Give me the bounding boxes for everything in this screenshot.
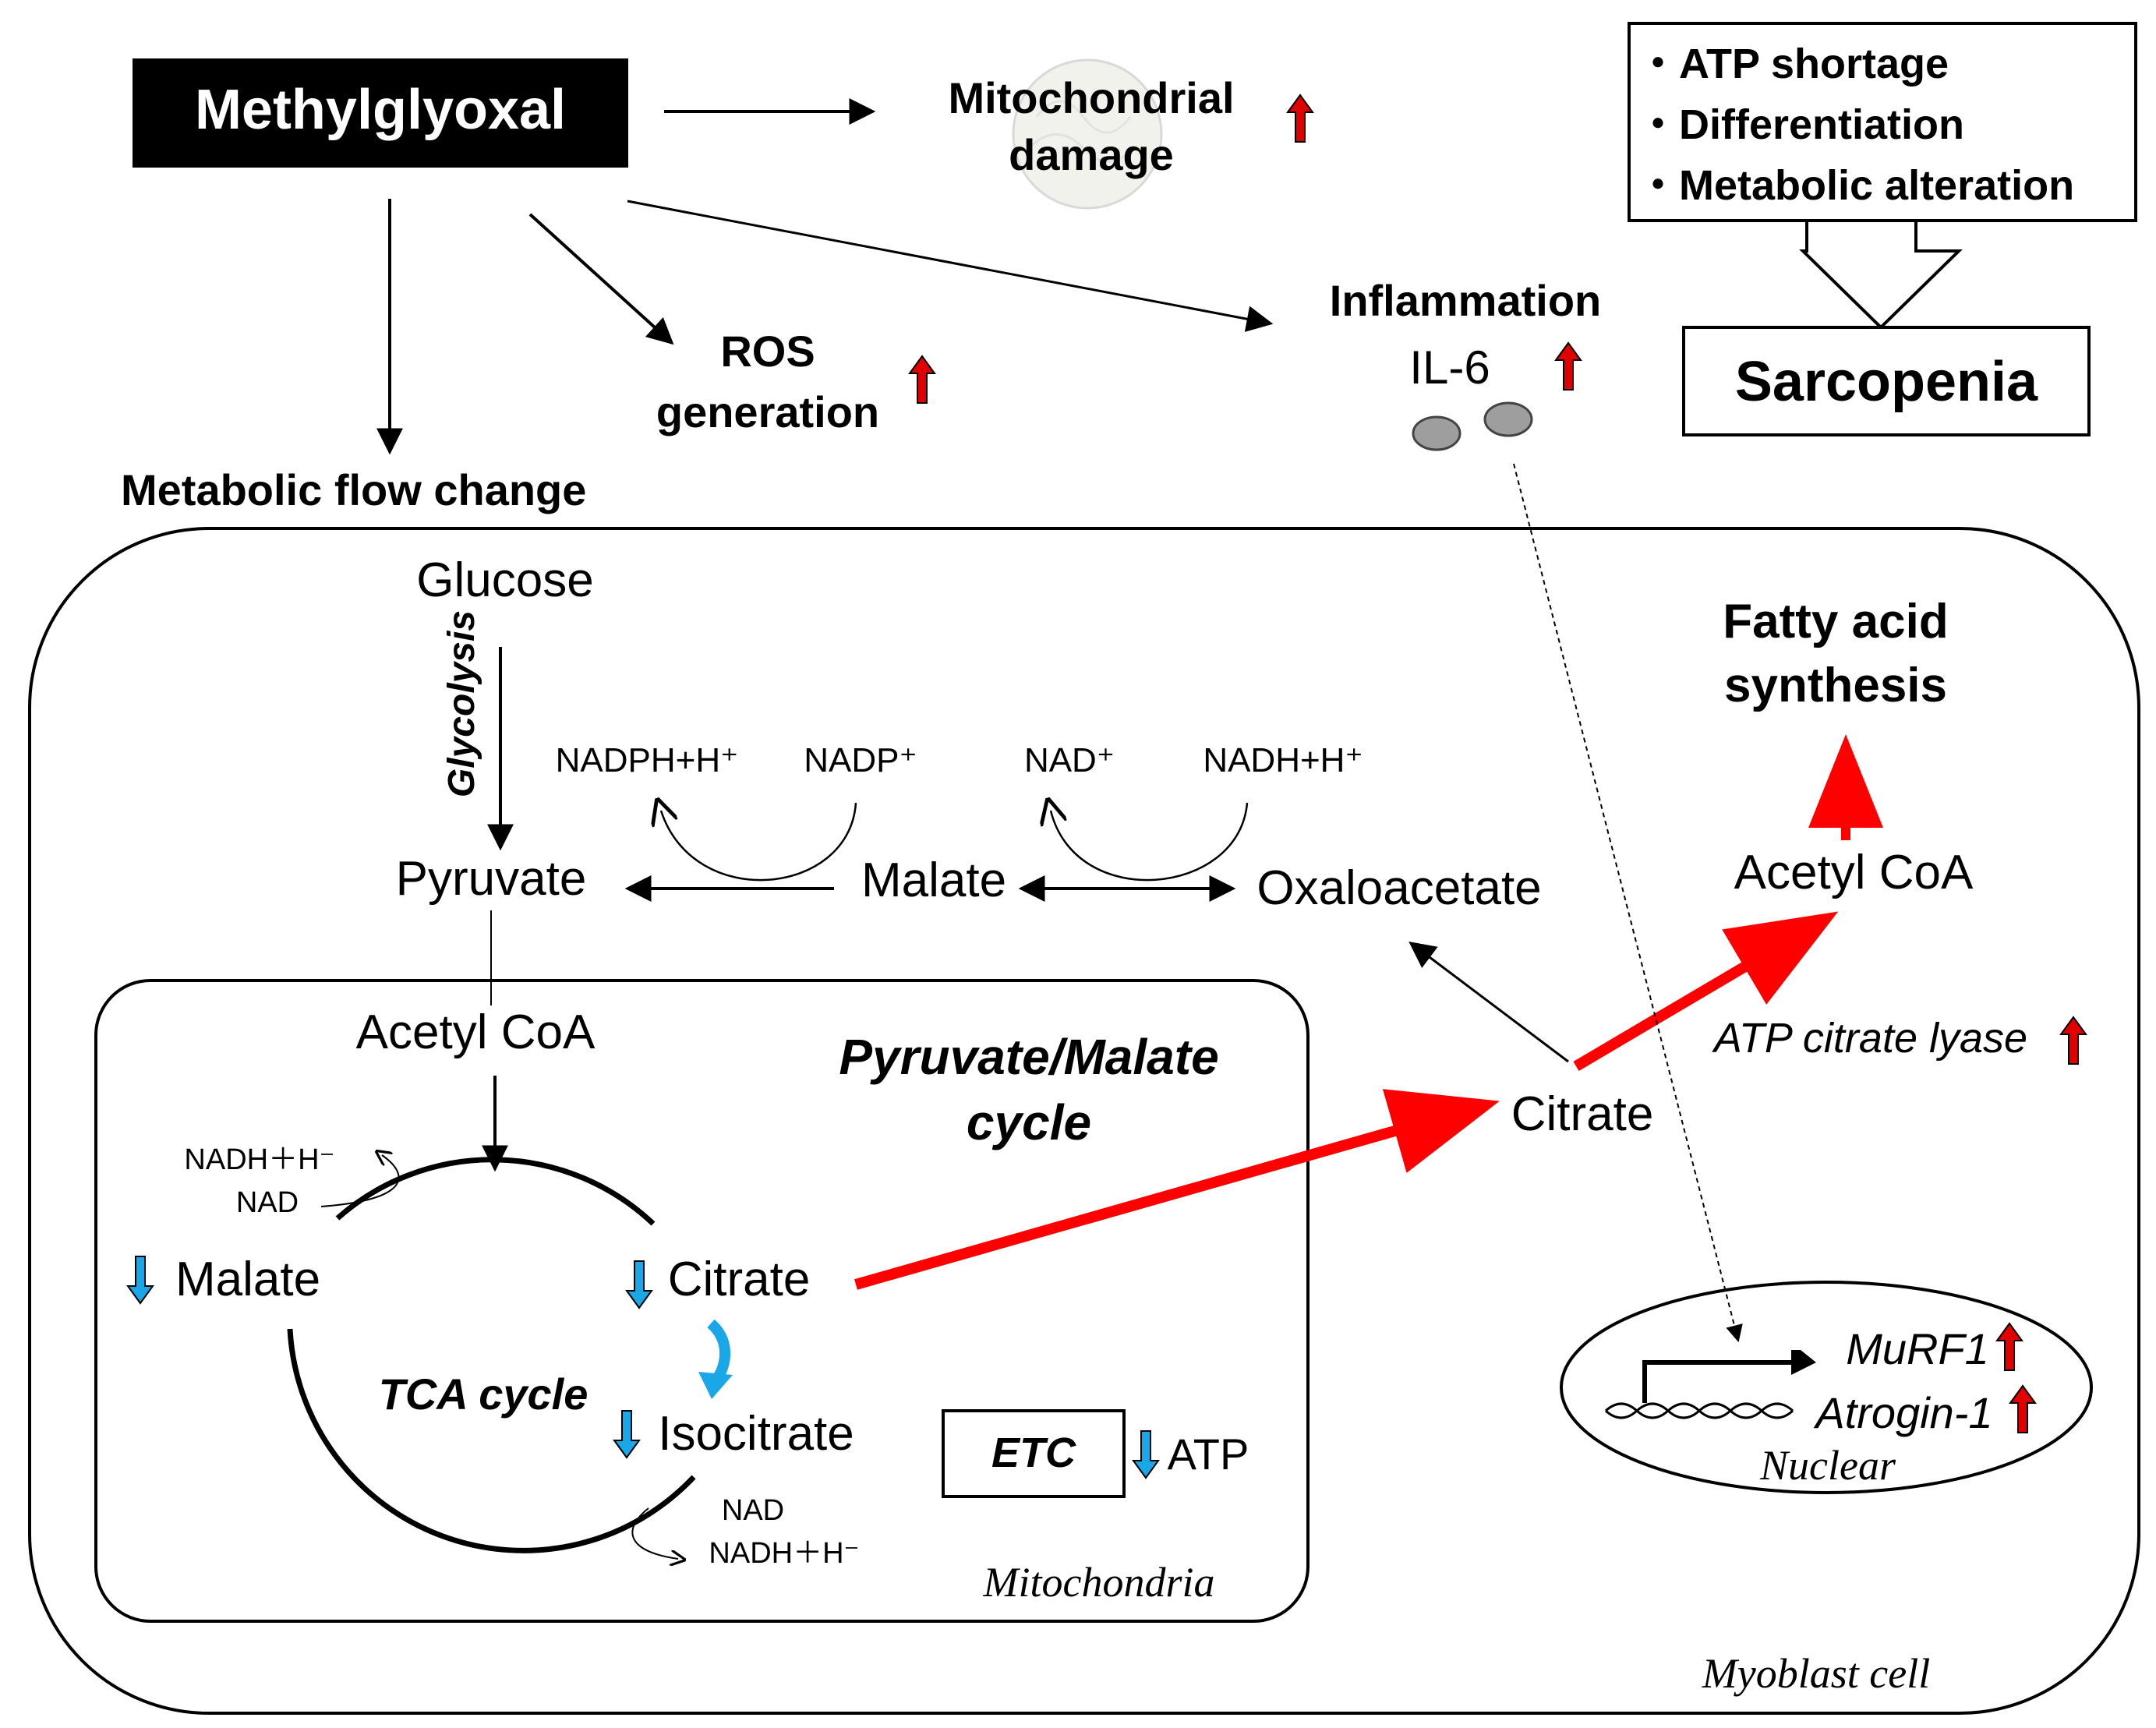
citrate-to-oxaloacetate-arrow: [1408, 941, 1569, 1063]
etc-box: ETC: [942, 1409, 1126, 1498]
nadph-label: NADPH+H⁺: [556, 741, 739, 779]
up-arrow-icon: [909, 355, 935, 404]
citrate-to-isocitrate-arrowhead: [698, 1372, 733, 1399]
etc-label: ETC: [991, 1429, 1076, 1476]
down-arrow-icon: [1133, 1430, 1159, 1479]
methylglyoxal-box: Methylglyoxal: [133, 58, 628, 168]
fatty-acid-line2: synthesis: [1724, 659, 1947, 712]
mitochondria-boundary: [94, 979, 1310, 1623]
il6-label: IL-6: [1409, 341, 1490, 394]
sarcopenia-label: Sarcopenia: [1735, 351, 2038, 413]
cytosol-malate-label: Malate: [861, 853, 1006, 907]
methylglyoxal-label: Methylglyoxal: [195, 79, 566, 141]
cause-metabolic-alteration: ・Metabolic alteration: [1637, 162, 2074, 209]
mito-malate-label: Malate: [175, 1253, 320, 1306]
oxaloacetate-label: Oxaloacetate: [1256, 861, 1541, 915]
nadp-label: NADP⁺: [804, 741, 917, 779]
up-arrow-icon: [2060, 1016, 2087, 1065]
up-arrow-icon: [2009, 1385, 2036, 1433]
mitochondria-label: Mitochondria: [983, 1559, 1215, 1606]
pm-cycle-line2: cycle: [967, 1094, 1091, 1150]
il6-signal-dashed-arrow: [1513, 463, 1743, 1343]
tca-cycle-arc-top: [335, 1157, 656, 1226]
tca-cycle-label: TCA cycle: [379, 1369, 588, 1419]
up-arrow-icon: [1555, 342, 1582, 390]
metabolic-flow-label: Metabolic flow change: [121, 465, 586, 514]
citrate-to-isocitrate-arrow: [707, 1319, 730, 1385]
nucleus-boundary: [1560, 1281, 2093, 1494]
mito-damage-line2: damage: [1009, 130, 1174, 179]
glucose-label: Glucose: [416, 553, 593, 607]
nadh-label: NADH+H⁺: [1203, 741, 1363, 779]
citrate-to-acetyl-coa-arrow: [1573, 911, 1839, 1072]
inflammation-label: Inflammation: [1330, 276, 1601, 325]
cytosol-acetyl-coa-label: Acetyl CoA: [1734, 846, 1974, 899]
up-arrow-icon: [1287, 94, 1313, 143]
nadh-bottom-label: NADH＋H⁻: [709, 1537, 859, 1570]
myoblast-cell-boundary: [28, 527, 2140, 1715]
arrow-to-inflammation: [627, 200, 1274, 332]
il6-particle: [1483, 401, 1533, 437]
mito-acetyl-coa-label: Acetyl CoA: [356, 1005, 596, 1059]
up-arrow-icon: [1996, 1323, 2023, 1371]
hollow-down-arrow-icon: [1799, 219, 1963, 330]
glycolysis-label: Glycolysis: [441, 610, 482, 797]
myoblast-cell-label: Myoblast cell: [1702, 1650, 1930, 1697]
fatty-acid-line1: Fatty acid: [1723, 595, 1948, 648]
down-arrow-icon: [127, 1256, 154, 1304]
causes-box: ・ATP shortage ・Differentiation ・Metaboli…: [1628, 22, 2137, 222]
nad-to-nadh-bottom-curve: [631, 1507, 678, 1559]
nad-plus-label: NAD⁺: [1024, 741, 1115, 779]
atrogin-label: Atrogin-1: [1813, 1388, 1992, 1437]
citrate-export-arrow: [854, 1089, 1500, 1290]
down-arrow-icon: [613, 1410, 640, 1458]
nuclear-label: Nuclear: [1759, 1442, 1896, 1489]
cause-atp-shortage: ・ATP shortage: [1637, 41, 1949, 87]
nad-bottom-label: NAD: [722, 1494, 784, 1527]
nadh-top-label: NADH＋H⁻: [184, 1143, 334, 1176]
top-arrows: [376, 98, 1274, 455]
nad-to-nadh-curve: [320, 1155, 400, 1207]
arrow-to-ros: [528, 213, 674, 345]
murf1-label: MuRF1: [1846, 1324, 1989, 1373]
mito-damage-line1: Mitochondrial: [948, 73, 1234, 122]
il6-particle: [1412, 415, 1461, 451]
isocitrate-label: Isocitrate: [658, 1407, 854, 1461]
pyruvate-label: Pyruvate: [396, 852, 587, 906]
transcription-start-arrowhead: [1791, 1350, 1816, 1375]
ros-line1: ROS: [720, 327, 815, 376]
ros-line2: generation: [656, 387, 879, 436]
tca-cycle-arc-bottom: [287, 1328, 696, 1553]
atp-label: ATP: [1168, 1429, 1249, 1479]
nadp-to-nadph-curve: [661, 803, 857, 882]
mitochondrion-image: [1012, 58, 1163, 210]
nad-top-label: NAD: [236, 1186, 299, 1219]
cause-differentiation: ・Differentiation: [1637, 101, 1964, 148]
cytosol-citrate-label: Citrate: [1511, 1087, 1654, 1141]
mito-citrate-label: Citrate: [668, 1253, 811, 1306]
sarcopenia-box: Sarcopenia: [1682, 326, 2091, 436]
pm-cycle-line1: Pyruvate/Malate: [839, 1029, 1218, 1085]
dna-helix-icon: [1604, 1402, 1794, 1419]
atp-citrate-lyase-label: ATP citrate lyase: [1712, 1015, 2027, 1062]
transcription-start-arrow: [1642, 1360, 1793, 1403]
down-arrow-icon: [626, 1260, 652, 1309]
nadh-to-nad-curve: [1051, 803, 1249, 882]
